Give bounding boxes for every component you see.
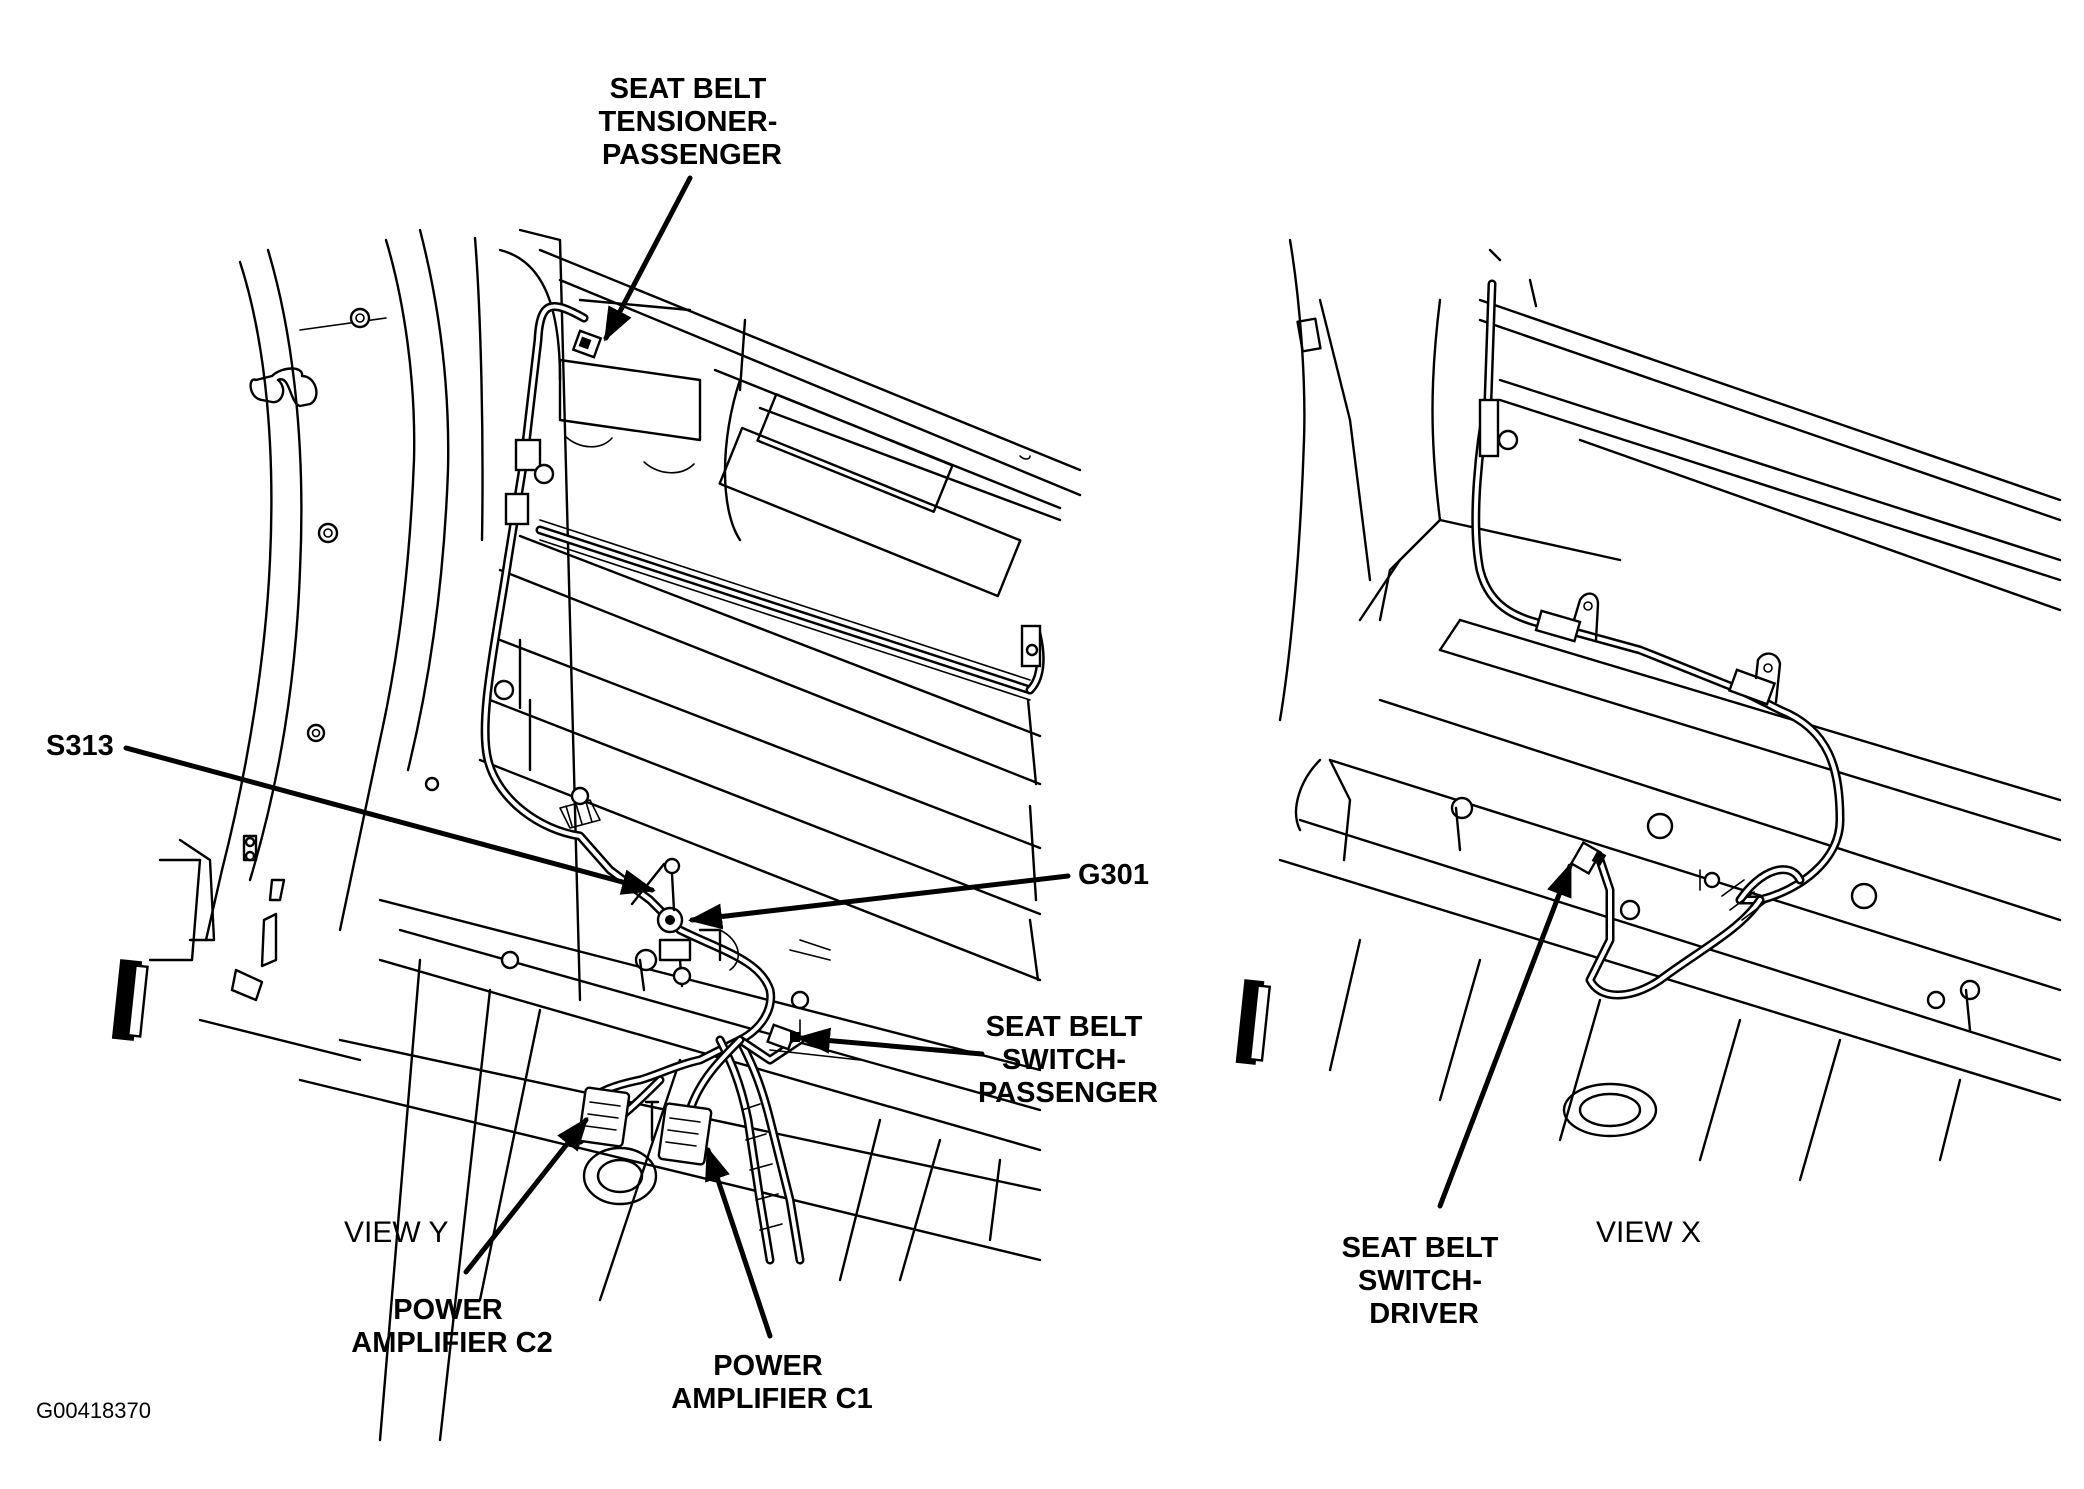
figure-id: G00418370: [36, 1398, 151, 1423]
label-g301: G301: [1078, 859, 1149, 891]
label-switch-driver: SEAT BELT SWITCH- DRIVER: [1342, 1232, 1507, 1330]
label-amp-c2: POWER AMPLIFIER C2: [351, 1294, 552, 1359]
label-switch-passenger: SEAT BELT SWITCH- PASSENGER: [978, 1011, 1158, 1109]
label-tensioner-passenger: SEAT BELT TENSIONER- PASSENGER: [599, 73, 786, 171]
label-view-x: VIEW X: [1596, 1216, 1701, 1249]
amp-c2-leader: [463, 1116, 589, 1275]
callout-leaders: [123, 175, 1573, 1339]
amp-c1-leader: [705, 1146, 773, 1339]
view-x-illustration: [1235, 238, 2062, 1182]
label-view-y: VIEW Y: [344, 1216, 448, 1249]
label-amp-c1: POWER AMPLIFIER C1: [671, 1350, 872, 1415]
label-s313: S313: [46, 730, 114, 762]
switch-driver-leader: [1437, 862, 1573, 1209]
switch-passenger-leader: [796, 1027, 985, 1057]
view-y-illustration: [111, 228, 1082, 1442]
callout-labels: SEAT BELT TENSIONER- PASSENGER S313 G301…: [36, 73, 1701, 1423]
g301-leader: [688, 873, 1071, 930]
s313-leader: [123, 745, 656, 895]
tensioner-passenger-leader: [603, 175, 693, 342]
